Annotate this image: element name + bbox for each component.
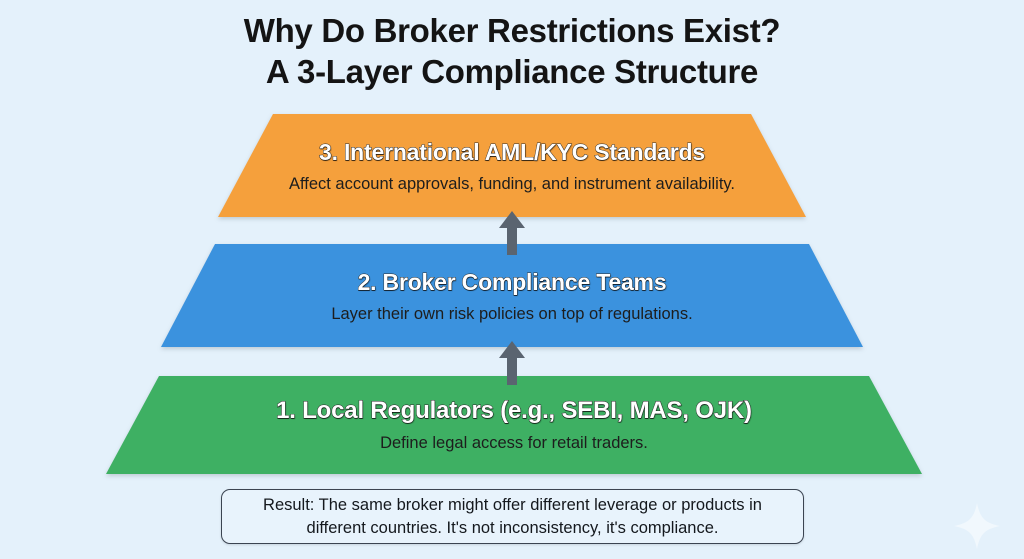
layer-2-text-group: 2. Broker Compliance Teams Layer their o…: [161, 267, 863, 325]
layer-3-subtitle: Affect account approvals, funding, and i…: [288, 174, 736, 193]
result-text-group: Result: The same broker might offer diff…: [249, 494, 776, 540]
layer-1-text-group: 1. Local Regulators (e.g., SEBI, MAS, OJ…: [106, 396, 922, 454]
arrow-up-icon-layer2-to-layer3: [498, 211, 526, 255]
page-title: Why Do Broker Restrictions Exist? A 3-La…: [0, 10, 1024, 92]
pyramid-layer-3-international-standards: 3. International AML/KYC Standards Affec…: [218, 114, 806, 217]
title-line-1: Why Do Broker Restrictions Exist?: [243, 12, 781, 49]
layer-1-heading: 1. Local Regulators (e.g., SEBI, MAS, OJ…: [276, 397, 753, 425]
result-callout-box: Result: The same broker might offer diff…: [221, 489, 804, 544]
pyramid-layer-1-local-regulators: 1. Local Regulators (e.g., SEBI, MAS, OJ…: [106, 376, 922, 474]
layer-3-text-group: 3. International AML/KYC Standards Affec…: [218, 137, 806, 195]
result-line-1: Result: The same broker might offer diff…: [263, 495, 762, 514]
layer-3-trapezoid-shape: [218, 114, 806, 217]
pyramid-layer-2-broker-compliance: 2. Broker Compliance Teams Layer their o…: [161, 244, 863, 347]
title-line-2: A 3-Layer Compliance Structure: [265, 53, 759, 90]
result-line-2: different countries. It's not inconsiste…: [306, 518, 719, 537]
sparkle-icon: [951, 500, 1003, 552]
layer-2-trapezoid-shape: [161, 244, 863, 347]
layer-1-subtitle: Define legal access for retail traders.: [380, 434, 648, 452]
layer-1-trapezoid-shape: [106, 376, 922, 474]
layer-2-subtitle: Layer their own risk policies on top of …: [331, 304, 693, 323]
layer-3-heading: 3. International AML/KYC Standards: [319, 138, 706, 165]
arrow-up-icon-layer1-to-layer2: [498, 341, 526, 385]
layer-2-heading: 2. Broker Compliance Teams: [357, 268, 667, 295]
